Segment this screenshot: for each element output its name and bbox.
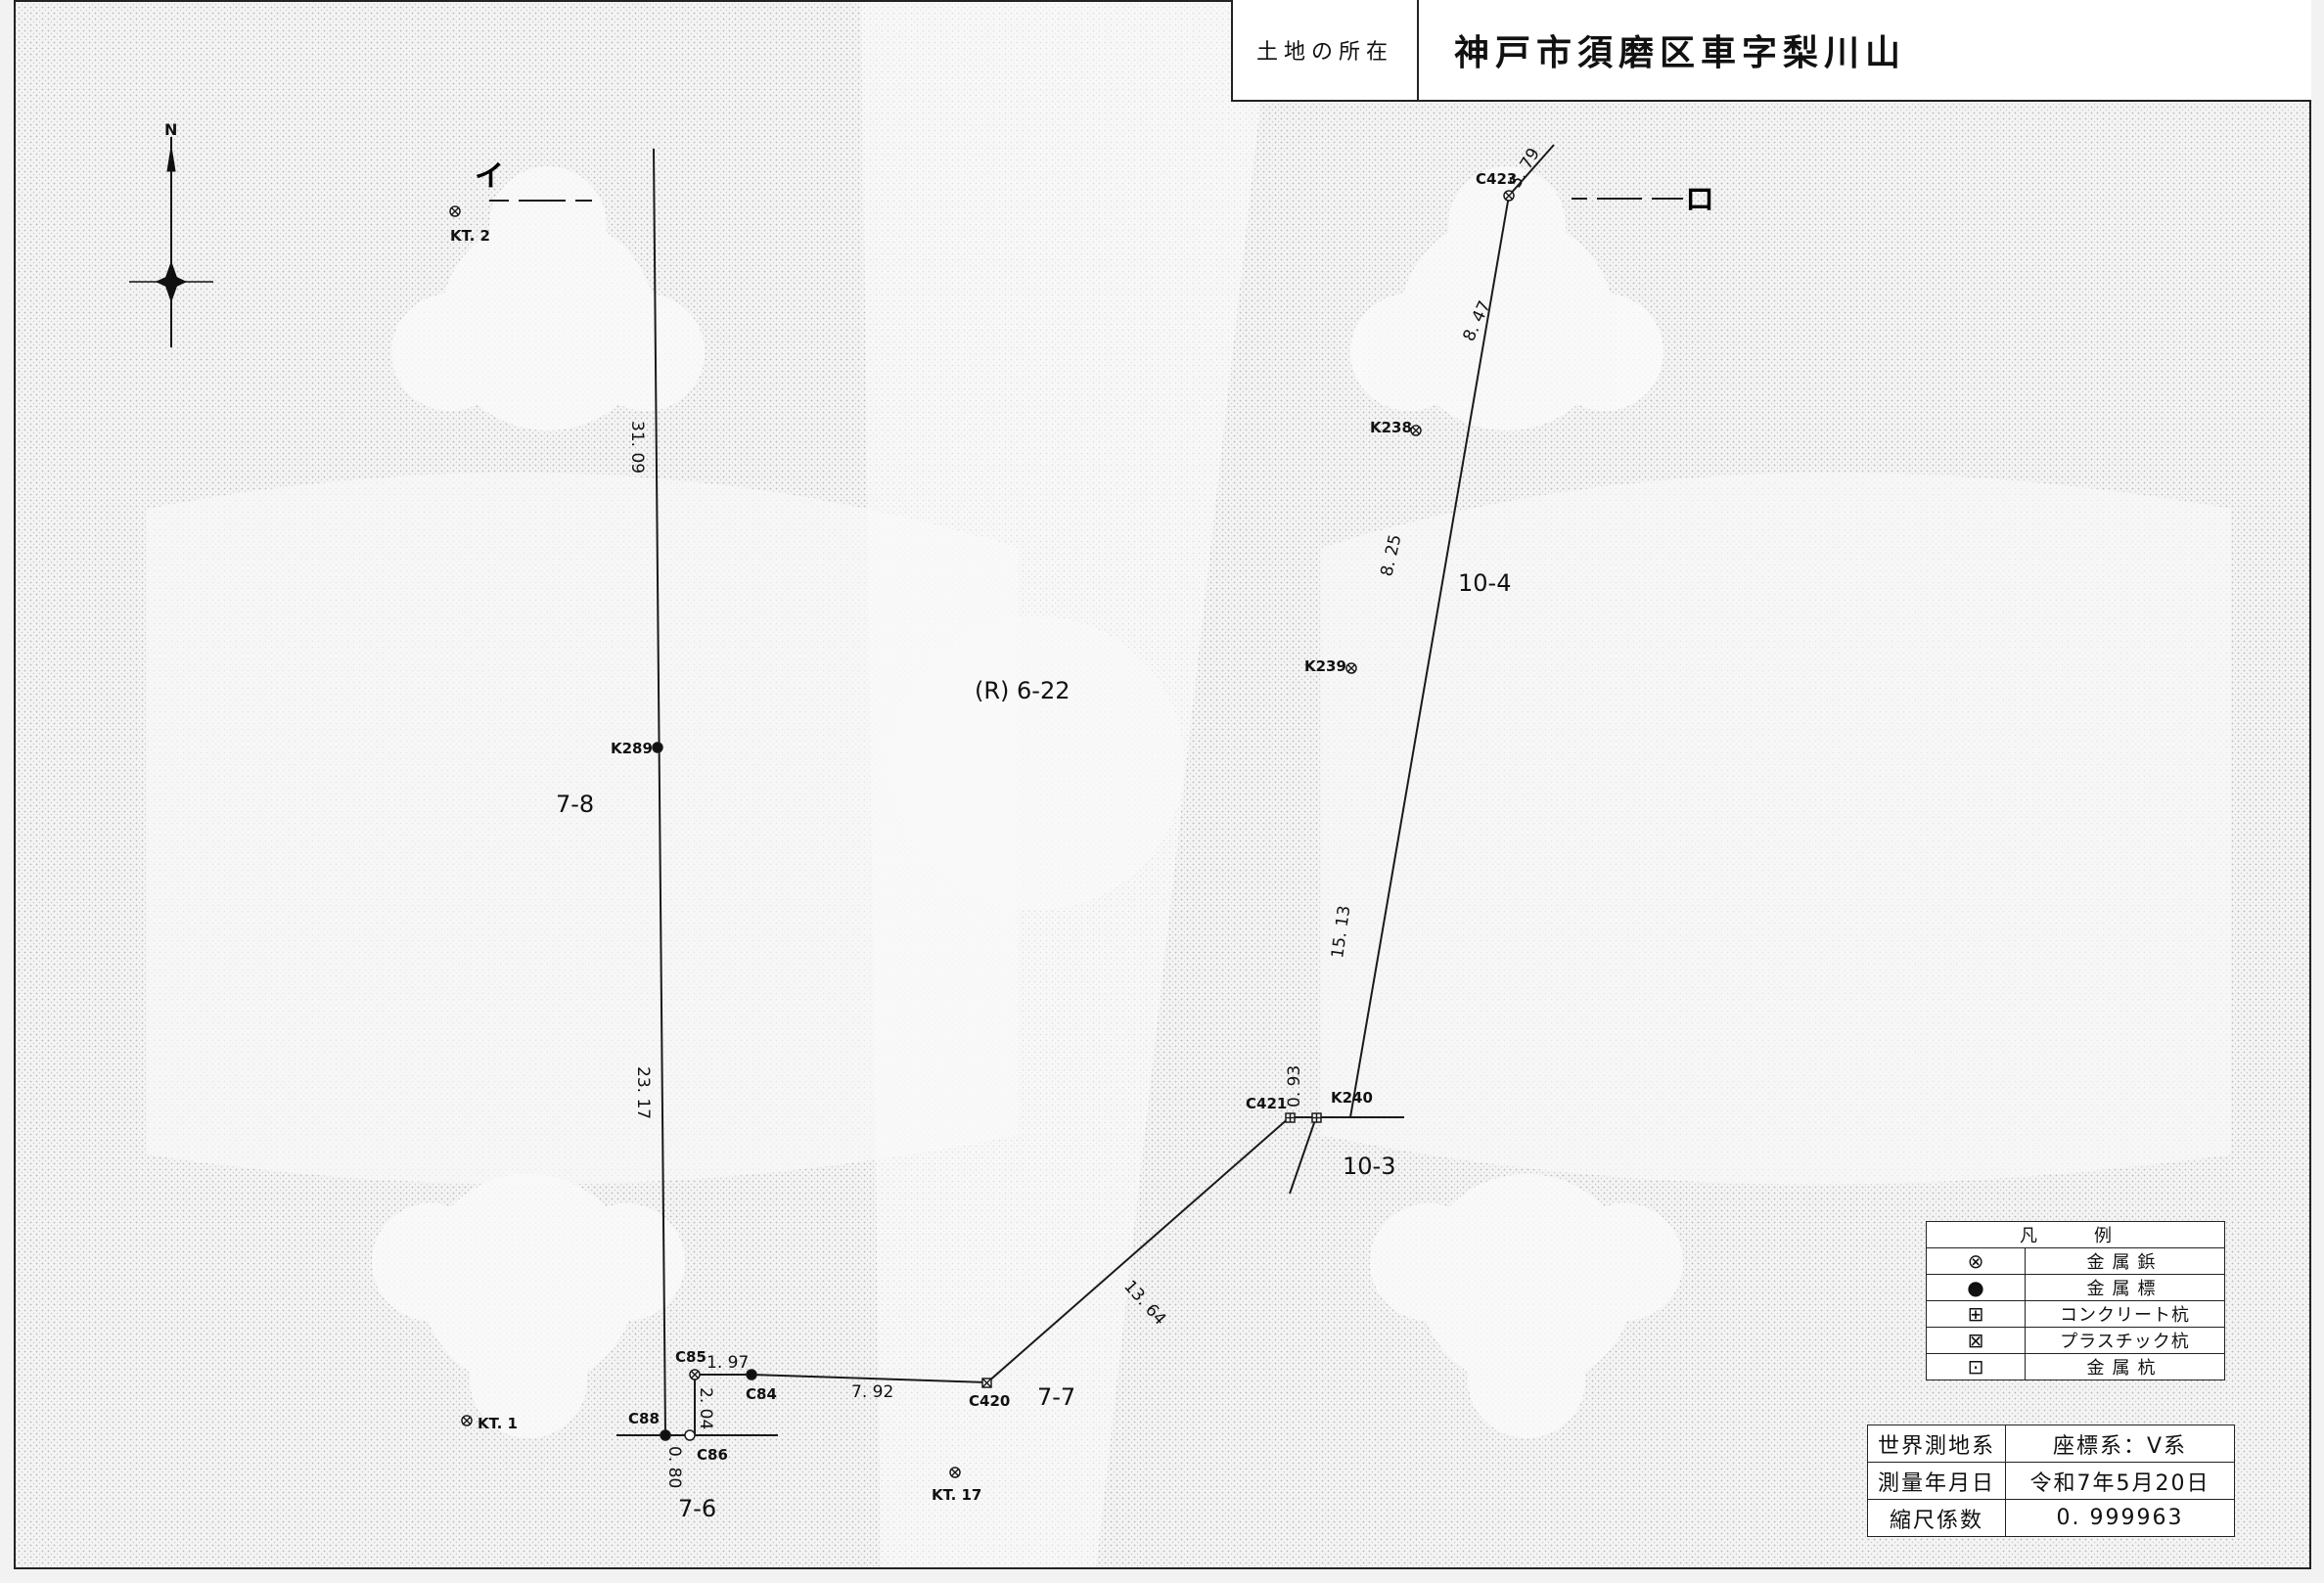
marker-K239[interactable] [1345,662,1357,674]
distance-7-92: 7. 92 [851,1382,893,1402]
north-arrow-icon: N [129,120,213,347]
marker-C423[interactable] [1503,190,1515,202]
label-C84: C84 [746,1385,777,1403]
label-K289: K289 [611,740,653,757]
filled-circle-icon: ● [1926,1274,2026,1301]
marker-KT17[interactable] [949,1467,961,1478]
parcel-7-6: 7-6 [678,1495,716,1522]
label-C88: C88 [628,1410,660,1427]
scale-factor-label: 縮尺係数 [1867,1499,2006,1537]
coordinate-system-label: 世界測地系 [1867,1425,2006,1463]
parcel-10-3: 10-3 [1343,1153,1395,1180]
crest-watermark-top-right [1350,166,1663,430]
legend-title: 凡 例 [1926,1221,2225,1248]
north-label: N [164,120,177,139]
legend-item-label: 金属鋲 [2025,1247,2225,1275]
crest-watermark-bottom-right [1370,1174,1683,1438]
distance-0-80: 0. 80 [664,1446,684,1488]
point-markers [449,190,1515,1478]
marker-KT2[interactable] [449,205,461,217]
label-C420: C420 [969,1392,1010,1410]
square-plus-icon: ⊞ [1926,1300,2026,1328]
boundary-lines [616,144,1555,1436]
watermark-background [14,0,2311,1569]
legend-item-label: 金属標 [2025,1274,2225,1301]
label-C86: C86 [697,1446,728,1464]
marker-K289[interactable] [652,742,663,753]
distance-23-17: 23. 17 [633,1066,653,1119]
legend-table: 凡 例 ⊗ 金属鋲 ● 金属標 ⊞ コンクリート杭 ⊠ プラスチック杭 ⊡ 金属… [1926,1221,2225,1380]
location-value: 神戸市須磨区車字梨川山 [1454,33,1907,73]
scale-factor-value: 0. 999963 [2005,1499,2235,1537]
legend-item-label: プラスチック杭 [2025,1327,2225,1354]
marker-K240[interactable] [1311,1112,1322,1123]
marker-C84[interactable] [746,1369,757,1380]
location-label: 土地の所在 [1233,0,1419,100]
parcel-7-7: 7-7 [1037,1383,1075,1411]
map-frame [14,0,2311,1569]
survey-date-value: 令和7年5月20日 [2005,1462,2235,1500]
point-labels: C423 K238 K239 K240 C421 C420 C84 C85 C8… [450,170,1517,1504]
label-K240: K240 [1331,1089,1373,1107]
label-K239: K239 [1304,657,1346,675]
legend-item-label: コンクリート杭 [2025,1300,2225,1328]
label-C421: C421 [1246,1095,1287,1112]
location-header: 土地の所在 神戸市須磨区車字梨川山 [1231,0,2311,102]
label-C423: C423 [1476,170,1517,188]
section-mark-left: イ [475,159,504,194]
distance-0-93: 0. 93 [1285,1065,1304,1108]
marker-C421[interactable] [1285,1112,1296,1123]
survey-info-table: 世界測地系 座標系：Ⅴ系 測量年月日 令和7年5月20日 縮尺係数 0. 999… [1867,1425,2235,1537]
marker-C88[interactable] [660,1429,671,1441]
crest-watermark-top-left [391,166,705,430]
parcel-road: (R) 6-22 [975,677,1071,704]
label-KT1: KT. 1 [478,1415,518,1432]
square-x-icon: ⊠ [1926,1327,2026,1354]
marker-K238[interactable] [1410,425,1422,436]
parcel-labels: (R) 6-22 7-8 7-7 7-6 10-4 10-3 [556,569,1511,1522]
distance-2-04: 2. 04 [696,1387,715,1429]
parcel-7-8: 7-8 [556,791,594,818]
distance-1-97: 1. 97 [706,1353,749,1373]
parcel-10-4: 10-4 [1458,569,1511,597]
section-mark-right: ロ [1685,183,1714,217]
distance-31-09: 31. 09 [627,421,647,474]
marker-C85[interactable] [689,1369,701,1380]
crest-watermark-bottom-left [372,1174,685,1438]
label-C85: C85 [675,1348,706,1366]
marker-KT1[interactable] [461,1415,473,1426]
square-dot-icon: ⊡ [1926,1353,2026,1380]
marker-C420[interactable] [981,1378,992,1388]
label-KT17: KT. 17 [932,1486,981,1504]
label-K238: K238 [1370,419,1412,436]
coordinate-system-value: 座標系：Ⅴ系 [2005,1425,2235,1463]
marker-C86[interactable] [684,1429,696,1441]
survey-date-label: 測量年月日 [1867,1462,2006,1500]
circle-cross-icon: ⊗ [1926,1247,2026,1275]
label-KT2: KT. 2 [450,227,490,245]
legend-item-label: 金属杭 [2025,1353,2225,1380]
